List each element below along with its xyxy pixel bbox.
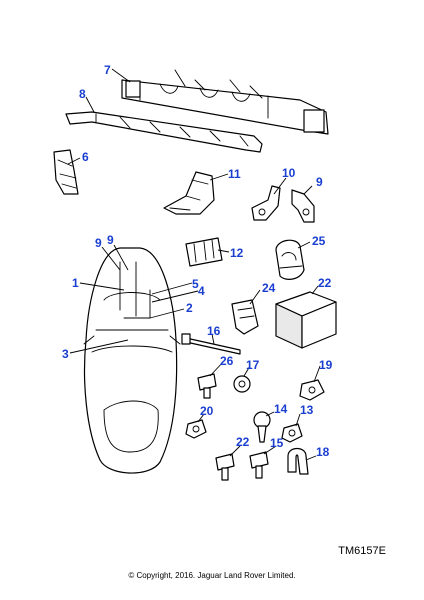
callout-24: 24 (262, 281, 276, 295)
callout-15: 14 (274, 402, 288, 416)
callout-5: 5 (192, 277, 199, 291)
part-11-clip-bracket (251, 185, 281, 221)
callout-17: 16 (207, 324, 221, 338)
callout-4: 4 (198, 284, 205, 298)
vehicle-outline (83, 247, 181, 474)
part-8-strip (65, 111, 263, 153)
callout-13: 12 (230, 246, 244, 260)
part-23-bolt (215, 453, 235, 481)
part-20-nut (299, 379, 325, 401)
copyright-notice: © Copyright, 2016. Jaguar Land Rover Lim… (128, 571, 296, 580)
callout-9-right: 9 (107, 233, 114, 247)
callout-22: 22 (318, 276, 332, 290)
callout-26: 26 (220, 354, 234, 368)
callout-16: 15 (270, 436, 284, 450)
callout-21: 20 (200, 404, 214, 418)
part-21-nut (185, 419, 207, 439)
leader-lines (67, 68, 321, 461)
part-10-clip-bracket (291, 189, 315, 223)
part-6-bracket (53, 149, 79, 195)
part-14-nut (281, 423, 303, 443)
callout-25: 25 (312, 234, 326, 248)
part-25-harness-clip (275, 239, 305, 280)
part-22-box (275, 291, 337, 349)
part-24-harness-clip (231, 299, 259, 335)
part-16-bolt (249, 451, 269, 479)
callout-11: 10 (282, 166, 296, 180)
callout-23: 22 (236, 435, 250, 449)
callout-10: 9 (316, 175, 323, 189)
part-13-clip (185, 237, 223, 267)
part-15-screw (253, 411, 271, 443)
reference-code: TM6157E (338, 545, 386, 557)
callout-6: 6 (82, 150, 89, 164)
callout-19: 18 (316, 445, 330, 459)
part-7-bracket (121, 69, 329, 135)
callout-12: 11 (228, 167, 241, 181)
part-18-clip (233, 375, 251, 393)
callout-9-left: 9 (95, 236, 102, 250)
callout-2: 2 (186, 301, 193, 315)
part-26-bolt (197, 373, 217, 399)
part-12-bracket (163, 171, 215, 215)
callout-7: 7 (104, 63, 111, 77)
callout-3: 3 (62, 347, 69, 361)
callout-labels: 7 8 6 11 10 9 9 9 12 25 22 24 1 5 4 2 16… (62, 63, 333, 459)
part-19-p-clip (287, 447, 309, 475)
callout-14: 13 (300, 403, 314, 417)
callout-20: 19 (319, 358, 333, 372)
callout-8: 8 (79, 87, 86, 101)
callout-1: 1 (72, 276, 79, 290)
part-17-tie-strap (181, 333, 241, 355)
callout-18: 17 (246, 358, 260, 372)
